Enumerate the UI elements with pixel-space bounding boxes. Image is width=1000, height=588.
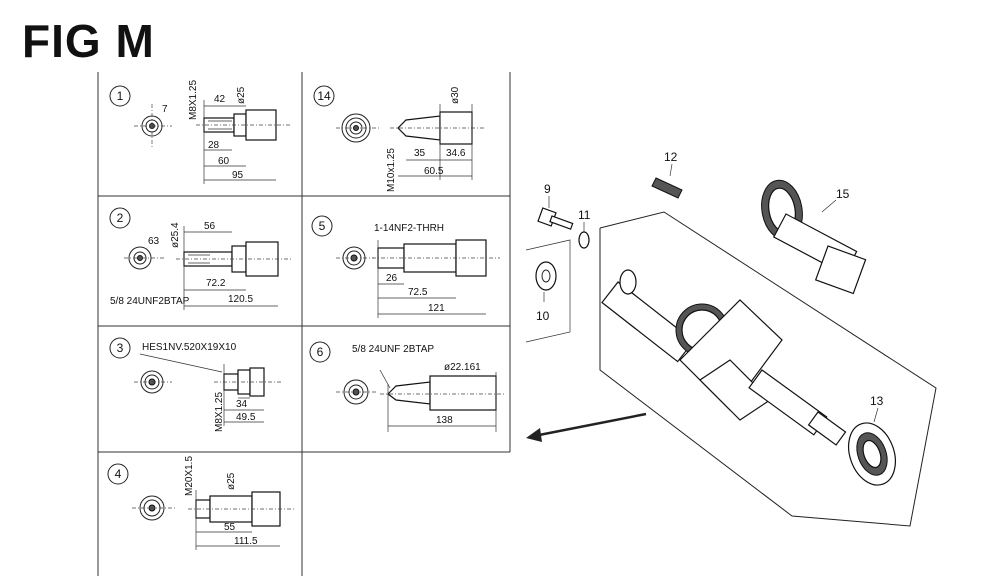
exploded-assembly: 9 11 10 12 15 13 [525, 150, 937, 527]
panel-1: 1 7 M8X1.25 42 ø25 28 60 95 [109, 80, 290, 184]
panel-6: 6 5/8 24UNF 2BTAP ø22.161 138 [309, 341, 504, 432]
reference-arrow [526, 412, 647, 442]
panel-number: 6 [317, 345, 324, 359]
shaft-side-view [176, 226, 292, 310]
washer-frame [525, 239, 571, 343]
panel-number-circle [109, 337, 131, 359]
dim-label: ø30 [450, 86, 461, 104]
dim-label: 7 [162, 104, 168, 115]
panel-number-circle [109, 207, 131, 229]
dim-label: 138 [436, 415, 453, 426]
dim-label: 28 [208, 140, 220, 151]
panel-5: 5 1-14NF2-THRH 26 72.5 121 [311, 215, 500, 318]
dim-label: 95 [232, 170, 244, 181]
dim-label: 60 [218, 156, 230, 167]
callout-number: 11 [578, 208, 591, 222]
ball-bearing [848, 422, 896, 486]
panel-number: 1 [117, 89, 124, 103]
shaft-side-view [196, 100, 290, 184]
shaft-side-view [390, 104, 486, 180]
panel-number: 3 [117, 341, 124, 355]
woodruff-key [651, 177, 683, 199]
lock-washer [578, 231, 590, 249]
shaft-side-view [188, 490, 294, 550]
thread-label: 5/8 24UNF 2BTAP [352, 344, 434, 355]
dim-label: 34.6 [446, 148, 466, 159]
shaft-side-view [379, 369, 504, 432]
panel-4: 4 M20X1.5 ø25 55 111.5 [107, 456, 294, 550]
dim-label: 72.2 [206, 278, 226, 289]
dim-label: 55 [224, 522, 236, 533]
callout-number: 12 [664, 150, 678, 164]
shaft-end-view [139, 495, 165, 521]
panel-number-circle [309, 341, 331, 363]
dim-label: ø25 [226, 472, 237, 490]
shaft-side-view [139, 353, 282, 426]
panel-grid [97, 72, 511, 576]
dim-label: 49.5 [236, 412, 256, 423]
dim-label: 111.5 [234, 536, 258, 547]
dim-label: 56 [204, 221, 216, 232]
dim-label: ø22.161 [444, 362, 481, 373]
panel-number-circle [311, 215, 333, 237]
key-spec-label: HES1NV.520X19X10 [142, 342, 237, 353]
thread-label: M10x1.25 [386, 148, 397, 192]
dim-label: 42 [214, 94, 226, 105]
callout-number: 10 [536, 309, 550, 323]
bolt [537, 207, 574, 230]
panel-14: 14 ø30 M10x1.25 35 34.6 60.5 [313, 85, 486, 192]
figure-title: FIG M [22, 15, 155, 67]
assembly-frame [599, 211, 937, 527]
dim-label: 35 [414, 148, 426, 159]
crankshaft [601, 269, 847, 446]
dim-label: 72.5 [408, 287, 428, 298]
thread-label: M8X1.25 [214, 392, 225, 432]
dim-label: 60.5 [424, 166, 444, 177]
panel-3: 3 HES1NV.520X19X10 M8X1.25 34 49.5 [109, 337, 282, 432]
panel-2: 2 63 ø25.4 56 72.2 120.5 5/8 24UNF2BTAP [109, 207, 292, 310]
balancer-shaft [761, 179, 867, 295]
callout-number: 13 [870, 394, 884, 408]
dim-label: 63 [148, 236, 160, 247]
thread-label: M20X1.5 [184, 456, 195, 496]
dim-label: ø25 [236, 86, 247, 104]
dim-label: ø25.4 [170, 222, 181, 248]
panel-number: 5 [319, 219, 326, 233]
shaft-side-view [372, 239, 500, 318]
dim-label: 34 [236, 399, 248, 410]
shaft-end-view [343, 379, 369, 405]
panel-number: 2 [117, 211, 124, 225]
dim-label: 120.5 [228, 294, 253, 305]
panel-number-circle [313, 85, 335, 107]
dim-label: 121 [428, 303, 445, 314]
panel-number-circle [107, 463, 129, 485]
dim-label: 26 [386, 273, 398, 284]
thread-label: 1-14NF2-THRH [374, 223, 444, 234]
thread-label: M8X1.25 [188, 80, 199, 120]
panel-number: 14 [317, 89, 331, 103]
callout-number: 15 [836, 187, 850, 201]
flat-washer [535, 261, 557, 291]
thread-label: 5/8 24UNF2BTAP [110, 296, 190, 307]
callout-number: 9 [544, 182, 551, 196]
panel-number: 4 [115, 467, 122, 481]
panel-number-circle [109, 85, 131, 107]
